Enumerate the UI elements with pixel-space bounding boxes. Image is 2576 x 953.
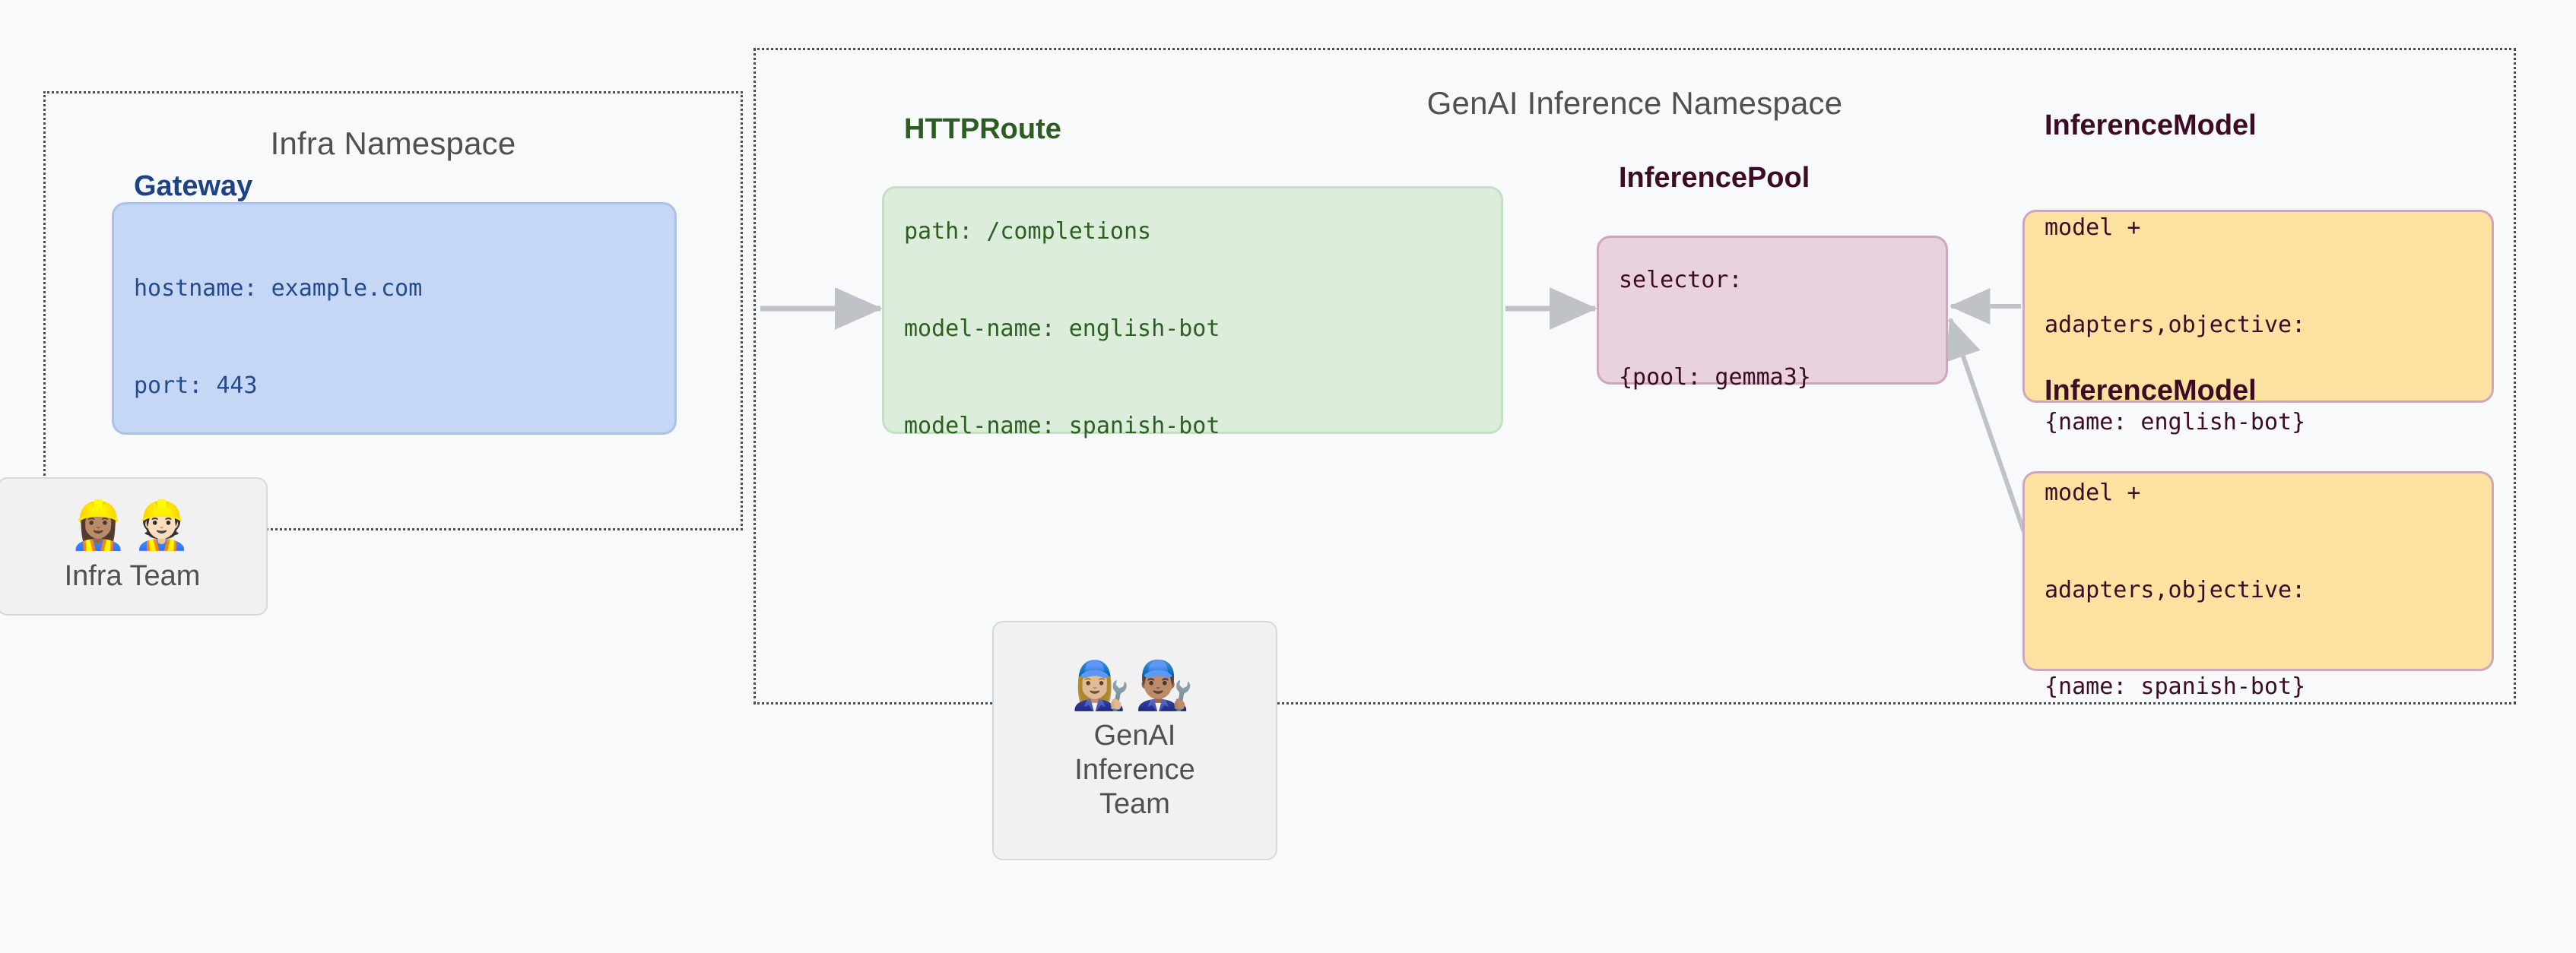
- inferencemodel-spanish-name: {name: spanish-bot}: [2045, 673, 2306, 701]
- gateway-card[interactable]: Gateway hostname: example.com port: 443: [112, 170, 677, 435]
- inferencemodel-english-card[interactable]: InferenceModel model + adapters,objectiv…: [2022, 109, 2494, 435]
- inferencemodel-english-name: {name: english-bot}: [2045, 408, 2306, 435]
- infra-team-label: Infra Team: [64, 559, 201, 592]
- infra-namespace-container: [43, 91, 743, 530]
- inferencepool-selector-key: selector:: [1619, 267, 1743, 294]
- genai-namespace-container: [753, 48, 2516, 704]
- genai-team-label-line1: GenAI: [1093, 720, 1176, 752]
- genai-inference-team-label: GenAI Inference Team: [1074, 719, 1194, 821]
- infra-team-card[interactable]: 👷🏽‍♀️👷🏻 Infra Team: [0, 477, 268, 616]
- genai-team-label-line3: Team: [1099, 788, 1170, 820]
- httproute-details: path: /completions model-name: english-b…: [904, 151, 1481, 508]
- inferencemodel-spanish-details: model + adapters,objective: {name: spani…: [2045, 413, 2472, 769]
- infra-namespace-title: Infra Namespace: [270, 125, 516, 161]
- httproute-model-name-english: model-name: english-bot: [904, 315, 1220, 343]
- inferencepool-selector-value: {pool: gemma3}: [1619, 364, 1811, 391]
- inferencemodel-english-model: model +: [2045, 214, 2141, 242]
- gateway-hostname: hostname: example.com: [134, 275, 423, 302]
- inferencemodel-spanish-card[interactable]: InferenceModel model + adapters,objectiv…: [2022, 375, 2494, 700]
- inferencemodel-spanish-model: model +: [2045, 479, 2141, 506]
- inferencemodel-english-title: InferenceModel: [2045, 109, 2257, 142]
- genai-team-label-line2: Inference: [1074, 754, 1195, 787]
- genai-namespace-title: GenAI Inference Namespace: [1426, 85, 1843, 121]
- inferencepool-card[interactable]: InferencePool selector: {pool: gemma3}: [1597, 162, 1948, 391]
- inferencemodel-english-details: model + adapters,objective: {name: engli…: [2045, 147, 2472, 504]
- httproute-title: HTTPRoute: [904, 113, 1061, 146]
- inferencepool-title: InferencePool: [1619, 162, 1810, 195]
- gateway-port: port: 443: [134, 372, 258, 400]
- httproute-model-name-spanish: model-name: spanish-bot: [904, 412, 1220, 439]
- httproute-path: path: /completions: [904, 218, 1152, 245]
- inferencemodel-spanish-adapters: adapters,objective:: [2045, 576, 2306, 603]
- gateway-details: hostname: example.com port: 443: [134, 208, 655, 467]
- gateway-title: Gateway: [134, 170, 253, 203]
- inferencepool-details: selector: {pool: gemma3}: [1619, 200, 1926, 459]
- mechanic-icons: 👩🏼‍🔧👨🏽‍🔧: [1071, 657, 1198, 714]
- httproute-card[interactable]: HTTPRoute path: /completions model-name:…: [882, 113, 1503, 439]
- genai-inference-team-card[interactable]: 👩🏼‍🔧👨🏽‍🔧 GenAI Inference Team: [992, 621, 1277, 860]
- inferencemodel-english-adapters: adapters,objective:: [2045, 312, 2306, 339]
- inferencemodel-spanish-title: InferenceModel: [2045, 374, 2257, 407]
- construction-worker-icons: 👷🏽‍♀️👷🏻: [68, 497, 196, 553]
